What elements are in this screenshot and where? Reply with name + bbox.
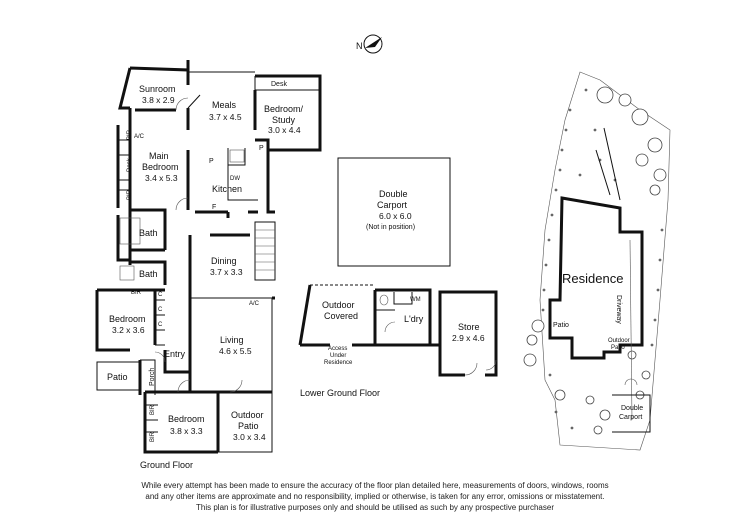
- sunroom-label: Sunroom: [139, 84, 176, 94]
- bedroom-south-label: Bedroom: [168, 414, 205, 424]
- lower-ground-floor-title: Lower Ground Floor: [300, 388, 380, 398]
- access-label-1: Access: [328, 346, 347, 352]
- pantry-label-2: P: [259, 145, 264, 152]
- porch-label: Porch: [149, 368, 156, 386]
- store-dims: 2.9 x 4.6: [452, 333, 485, 343]
- entry-label: Entry: [164, 349, 186, 359]
- store-label: Store: [458, 322, 480, 332]
- laundry-label: L'dry: [404, 314, 424, 324]
- north-compass: N: [356, 34, 383, 54]
- bath2-label: Bath: [139, 269, 158, 279]
- residence-label: Residence: [562, 271, 623, 286]
- bath-label: Bath: [139, 228, 158, 238]
- dw-label: DW: [230, 176, 240, 182]
- site-patio-label: Patio: [553, 322, 569, 329]
- sunroom-dims: 3.8 x 2.9: [142, 95, 175, 105]
- outdoor-patio-dims: 3.0 x 3.4: [233, 432, 266, 442]
- access-label-2: Under: [330, 353, 346, 359]
- living-label: Living: [220, 335, 244, 345]
- staircase: [254, 221, 276, 281]
- compass-arrow-icon: [365, 37, 382, 48]
- bir-label-3: BIR: [131, 290, 142, 296]
- disclaimer-line-1: While every attempt has been made to ens…: [141, 481, 609, 490]
- bir-label-5: BIR: [150, 431, 156, 442]
- dining-dims: 3.7 x 3.3: [210, 267, 243, 277]
- meals-dims: 3.7 x 4.5: [209, 112, 242, 122]
- lower-ground-floor: Outdoor Covered Access Under Residence L…: [298, 284, 498, 398]
- cupboard-label-2: C: [158, 307, 163, 313]
- site-carport-label-2: Carport: [619, 414, 642, 421]
- site-outdoor-patio-label-2: Patio: [611, 345, 625, 351]
- site-plan: Residence Patio Driveway Outdoor Patio D…: [523, 71, 671, 451]
- main-bedroom-label-1: Main: [149, 151, 169, 161]
- disclaimer-line-2: and any other items are approximate and …: [145, 492, 605, 501]
- main-bedroom-label-2: Bedroom: [142, 162, 179, 172]
- outdoor-patio-label-1: Outdoor: [231, 410, 264, 420]
- ac-label-1: A/C: [134, 134, 145, 140]
- compass-label: N: [356, 41, 363, 51]
- driveway-label: Driveway: [615, 295, 622, 324]
- dining-label: Dining: [211, 256, 237, 266]
- outdoor-covered-label-1: Outdoor: [322, 300, 355, 310]
- carport-dims: 6.0 x 6.0: [379, 211, 412, 221]
- bedroom-study-label-2: Study: [272, 115, 296, 125]
- site-trees: [523, 86, 667, 435]
- outdoor-covered-label-2: Covered: [324, 311, 358, 321]
- pantry-label-1: P: [209, 158, 214, 165]
- ground-floor-walls: [95, 60, 322, 454]
- bir-label-1: BIR: [127, 129, 133, 140]
- carport-label-1: Double: [379, 189, 408, 199]
- meals-label: Meals: [212, 100, 237, 110]
- patio-label: Patio: [107, 372, 128, 382]
- ground-floor-labels: Sunroom 3.8 x 2.9 Meals 3.7 x 4.5 Desk B…: [107, 81, 304, 470]
- access-label-3: Residence: [324, 360, 353, 366]
- desk-top-label: Desk: [271, 81, 287, 88]
- living-dims: 4.6 x 5.5: [219, 346, 252, 356]
- desk-side-label: Desk: [127, 157, 133, 172]
- ground-floor-title: Ground Floor: [140, 460, 193, 470]
- disclaimer: While every attempt has been made to ens…: [60, 480, 690, 513]
- carport-label-2: Carport: [377, 200, 408, 210]
- disclaimer-line-3: This plan is for illustrative purposes o…: [196, 503, 554, 512]
- cupboard-label-3: C: [158, 322, 163, 328]
- ac-label-2: A/C: [249, 301, 260, 307]
- bedroom-west-dims: 3.2 x 3.6: [112, 325, 145, 335]
- bedroom-study-label-1: Bedroom/: [264, 104, 304, 114]
- bir-label-2: BIR: [127, 189, 133, 200]
- bedroom-west-label: Bedroom: [109, 314, 146, 324]
- kitchen-label: Kitchen: [212, 184, 242, 194]
- carport-note: (Not in position): [366, 224, 415, 231]
- cupboard-label-1: C: [158, 292, 163, 298]
- washing-machine-label: WM: [410, 297, 421, 303]
- site-outdoor-patio-label-1: Outdoor: [608, 338, 630, 344]
- site-carport-label-1: Double: [621, 405, 643, 412]
- bedroom-study-dims: 3.0 x 4.4: [268, 125, 301, 135]
- outdoor-patio-label-2: Patio: [238, 421, 259, 431]
- double-carport: Double Carport 6.0 x 6.0 (Not in positio…: [337, 157, 451, 267]
- main-bedroom-dims: 3.4 x 5.3: [145, 173, 178, 183]
- bir-label-4: BIR: [150, 404, 156, 415]
- bedroom-south-dims: 3.8 x 3.3: [170, 426, 203, 436]
- fridge-label: F: [212, 204, 216, 211]
